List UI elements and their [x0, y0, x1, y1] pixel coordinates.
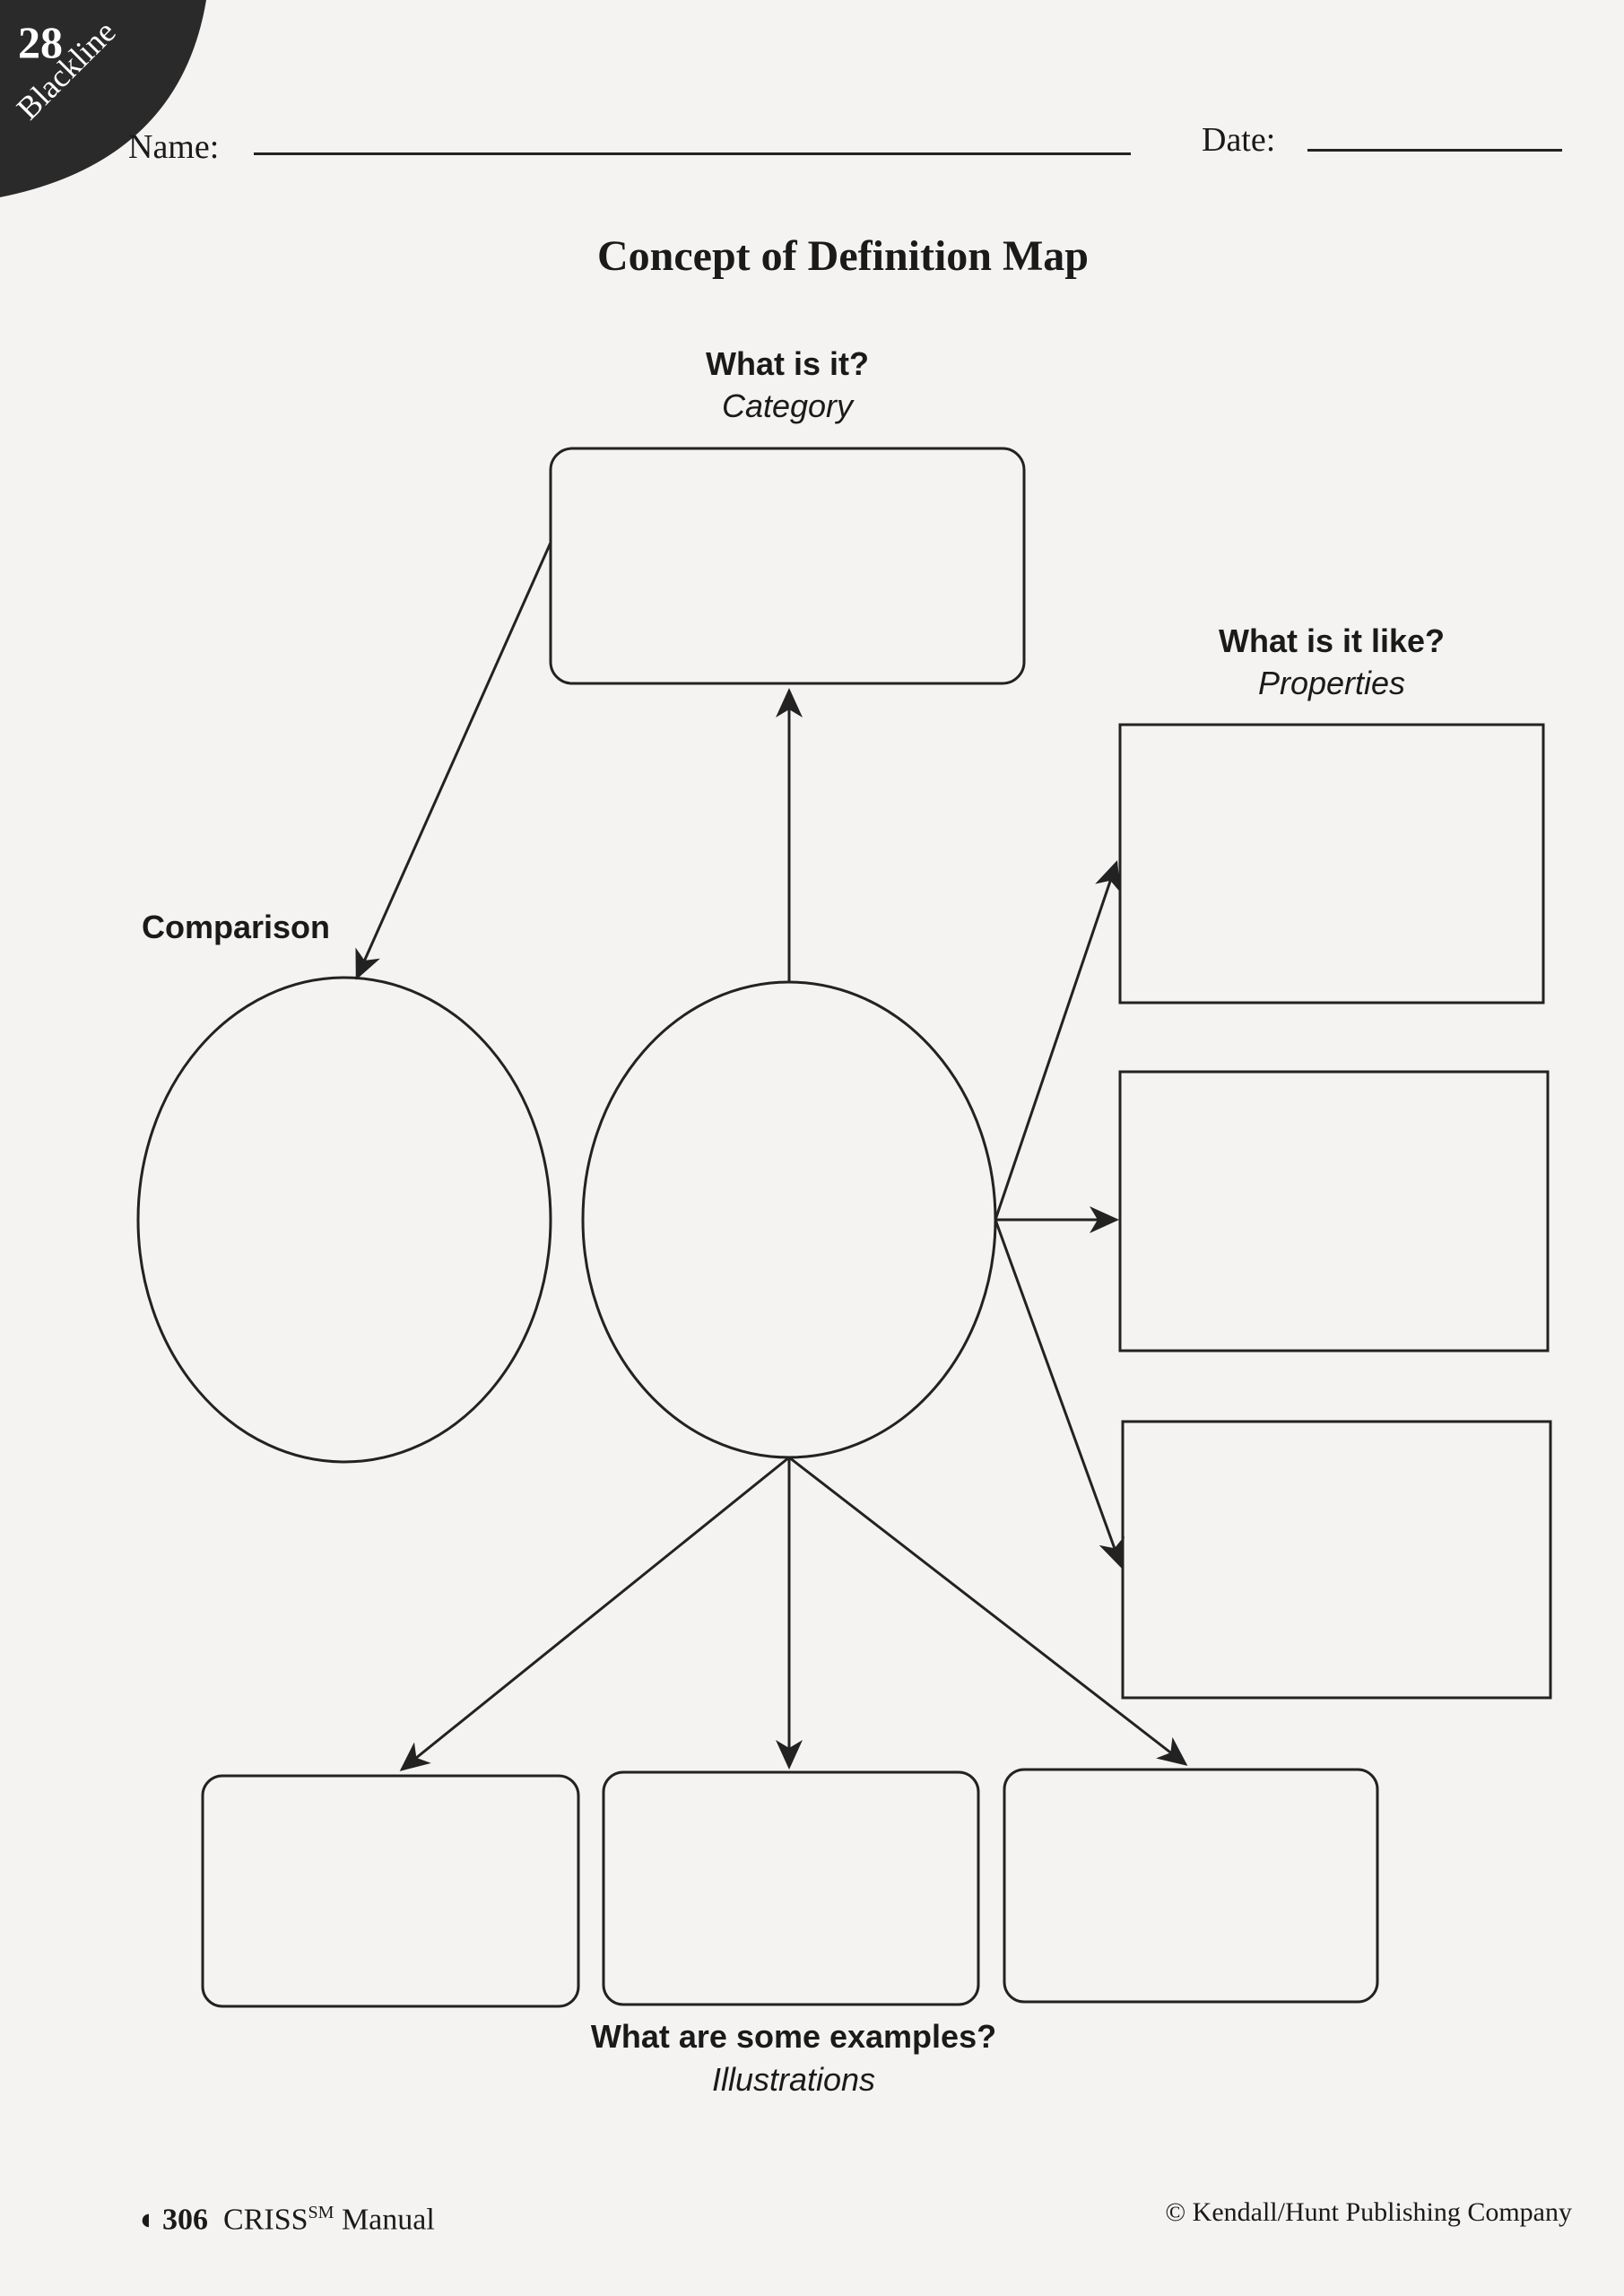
property-box-3[interactable] [1121, 1420, 1552, 1700]
concept-ellipse[interactable] [581, 980, 997, 1459]
copyright-text: © Kendall/Hunt Publishing Company [1165, 2197, 1572, 2227]
category-subheading: Category [721, 387, 854, 424]
category-box[interactable] [549, 447, 1026, 685]
example-box-3[interactable] [1003, 1768, 1379, 2004]
page-footer-left: ◖ 306 CRISSSM Manual [136, 2203, 435, 2237]
arrow-to-example-3 [788, 1456, 1188, 1766]
example-box-2[interactable] [602, 1770, 980, 2006]
arrow-to-property-1 [994, 860, 1121, 1221]
name-label: Name: [128, 128, 220, 166]
page-marker-icon: ◖ [136, 2203, 155, 2237]
page-number: 306 [162, 2203, 209, 2237]
manual-name: CRISS [223, 2203, 308, 2237]
manual-superscript: SM [308, 2203, 334, 2222]
arrow-to-comparison [355, 542, 552, 980]
example-box-1[interactable] [201, 1774, 580, 2008]
category-heading: What is it? [706, 345, 869, 382]
arrow-to-example-1 [399, 1456, 790, 1771]
corner-badge [0, 0, 206, 197]
date-line[interactable] [1307, 149, 1562, 152]
examples-subheading: Illustrations [711, 2061, 876, 2098]
page-title: Concept of Definition Map [597, 232, 1089, 280]
properties-heading: What is it like? [1218, 622, 1446, 659]
comparison-heading: Comparison [142, 909, 331, 945]
blackline-number: 28 [18, 17, 63, 67]
date-label: Date: [1202, 121, 1276, 159]
arrow-to-property-3 [994, 1219, 1125, 1569]
examples-heading: What are some examples? [590, 2018, 997, 2055]
property-box-1[interactable] [1118, 723, 1545, 1004]
name-line[interactable] [254, 152, 1131, 155]
manual-suffix: Manual [341, 2203, 435, 2237]
properties-subheading: Properties [1257, 665, 1406, 701]
comparison-ellipse[interactable] [136, 976, 552, 1464]
property-box-2[interactable] [1118, 1070, 1550, 1352]
